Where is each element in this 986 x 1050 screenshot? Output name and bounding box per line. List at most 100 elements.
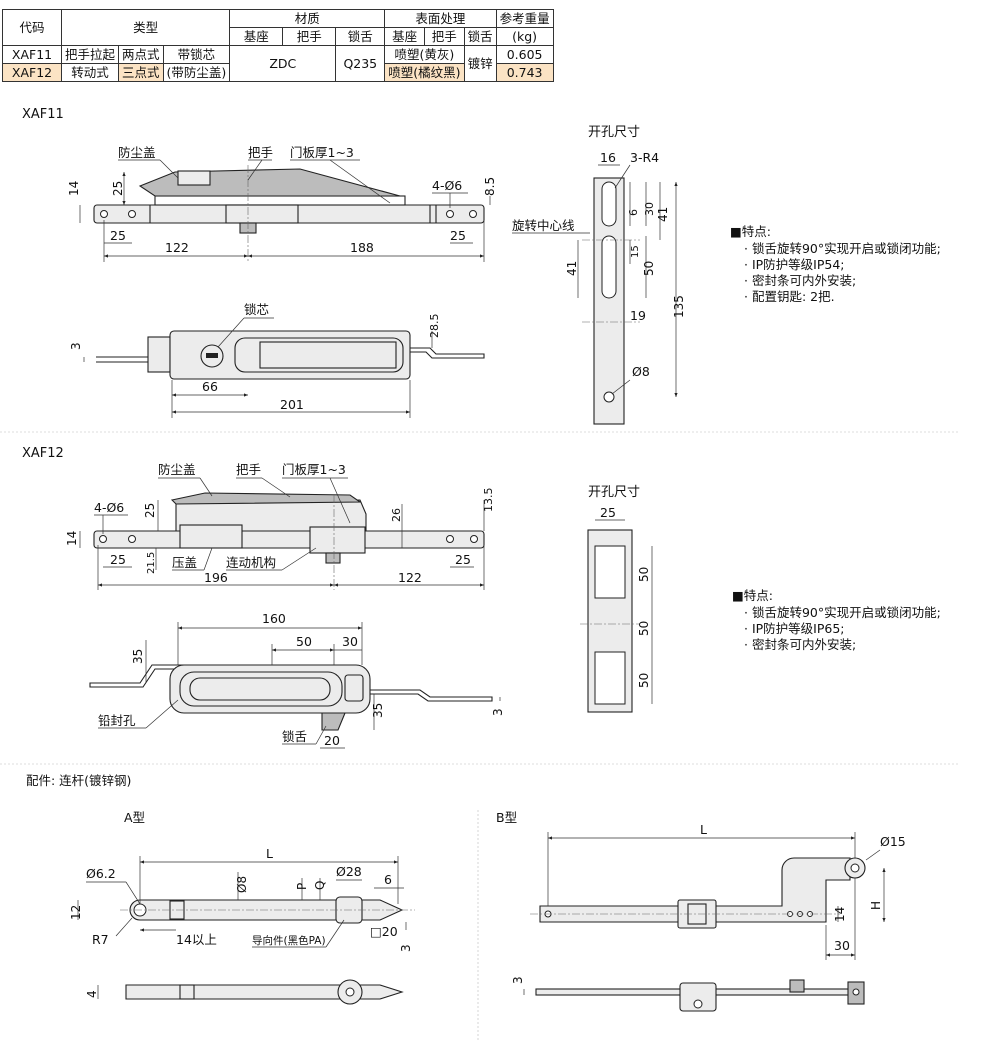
part-a-R7: R7 bbox=[92, 932, 109, 947]
xaf11-label-holes: 4-Ø6 bbox=[432, 178, 462, 193]
part-b-H: H bbox=[869, 901, 883, 910]
th-type: 类型 bbox=[60, 9, 231, 46]
xaf12-label-seal: 铅封孔 bbox=[98, 713, 136, 728]
xaf12-cut-50b: 50 bbox=[637, 621, 651, 636]
xaf11-dim-25a: 25 bbox=[110, 228, 126, 243]
xaf11-side-view bbox=[93, 165, 485, 262]
xaf12-cut-50c: 50 bbox=[637, 673, 651, 688]
xaf12-dim-35a: 35 bbox=[131, 649, 145, 664]
part-a-d14: 14以上 bbox=[176, 932, 217, 947]
row-type3b: (带防尘盖) bbox=[162, 63, 231, 82]
th-weight: 参考重量 bbox=[495, 9, 554, 28]
xaf11-cutout bbox=[582, 177, 640, 425]
xaf11-label-core: 锁芯 bbox=[244, 302, 269, 317]
xaf12-feature-3: · 密封条可内外安装; bbox=[744, 637, 856, 652]
part-b-L: L bbox=[700, 822, 707, 837]
xaf12-title: XAF12 bbox=[22, 446, 64, 461]
xaf12-dim-21-5: 21.5 bbox=[146, 552, 157, 574]
xaf12-features-title: ■特点: bbox=[732, 588, 773, 603]
xaf11-cut-16: 16 bbox=[600, 150, 616, 165]
part-a-guide: 导向件(黑色PA) bbox=[252, 934, 326, 947]
xaf12-dim-25v: 25 bbox=[143, 503, 157, 518]
xaf11-dim-25v: 25 bbox=[111, 181, 125, 196]
xaf11-dim-201: 201 bbox=[280, 397, 304, 412]
xaf11-cut-19: 19 bbox=[630, 308, 646, 323]
xaf11-dim-25b: 25 bbox=[450, 228, 466, 243]
xaf12-label-handle: 把手 bbox=[236, 462, 261, 477]
xaf12-dim-30: 30 bbox=[342, 634, 358, 649]
xaf11-cut-15: 15 bbox=[630, 245, 641, 258]
part-a-d28: Ø28 bbox=[336, 864, 362, 879]
part-a-d3: 3 bbox=[399, 944, 413, 952]
xaf12-dim-26: 26 bbox=[390, 508, 403, 522]
part-b-top-view bbox=[530, 857, 866, 929]
xaf11-cut-6: 6 bbox=[627, 209, 640, 216]
xaf12-feature-2: · IP防护等级IP65; bbox=[744, 621, 845, 636]
xaf12-label-tongue: 锁舌 bbox=[282, 729, 307, 744]
part-a-side-view bbox=[125, 979, 404, 1005]
xaf11-label-dust: 防尘盖 bbox=[118, 145, 156, 160]
xaf11-front-view bbox=[96, 330, 485, 380]
xaf11-cutout-title: 开孔尺寸 bbox=[588, 125, 640, 140]
xaf12-feature-1: · 锁舌旋转90°实现开启或锁闭功能; bbox=[744, 605, 941, 620]
xaf12-label-dust: 防尘盖 bbox=[158, 462, 196, 477]
xaf11-cut-8: Ø8 bbox=[632, 364, 650, 379]
xaf11-cut-135: 135 bbox=[672, 295, 686, 318]
row-type3: 带锁芯 bbox=[162, 45, 231, 64]
xaf12-dim-3: 3 bbox=[491, 708, 505, 716]
part-b-d30: 30 bbox=[834, 938, 850, 953]
xaf11-cut-r4: 3-R4 bbox=[630, 150, 659, 165]
part-a-top-view bbox=[120, 896, 415, 924]
part-b-side-view bbox=[535, 979, 865, 1012]
xaf12-cut-50a: 50 bbox=[637, 567, 651, 582]
xaf12-dim-196: 196 bbox=[204, 570, 228, 585]
parts-title: 配件: 连杆(镀锌钢) bbox=[26, 773, 131, 788]
xaf11-dim-14: 14 bbox=[67, 181, 81, 196]
xaf12-dim-35b: 35 bbox=[371, 703, 385, 718]
xaf12-cutout-title: 开孔尺寸 bbox=[588, 485, 640, 500]
part-a-d4: 4 bbox=[85, 990, 99, 998]
xaf11-feature-4: · 配置钥匙: 2把. bbox=[744, 289, 835, 304]
th-code: 代码 bbox=[2, 9, 62, 46]
row2-type1: 转动式 bbox=[60, 63, 120, 82]
row1-surface: 喷塑(黄灰) bbox=[384, 45, 465, 64]
xaf12-dim-25b: 25 bbox=[455, 552, 471, 567]
xaf11-features-title: ■特点: bbox=[730, 224, 771, 239]
th-mat-tongue: 锁舌 bbox=[335, 27, 386, 46]
part-a-L: L bbox=[266, 846, 273, 861]
part-a-sq20: □20 bbox=[370, 924, 398, 939]
th-surf-handle: 把手 bbox=[423, 27, 465, 46]
xaf11-feature-3: · 密封条可内外安装; bbox=[744, 273, 856, 288]
part-b-d3: 3 bbox=[511, 976, 525, 984]
xaf12-front-view bbox=[89, 664, 493, 731]
th-surf-tongue: 锁舌 bbox=[463, 27, 497, 46]
xaf12-dim-122: 122 bbox=[398, 570, 422, 585]
xaf11-feature-2: · IP防护等级IP54; bbox=[744, 257, 845, 272]
row1-type2: 两点式 bbox=[118, 45, 164, 64]
xaf11-dim-122: 122 bbox=[165, 240, 189, 255]
xaf11-label-door: 门板厚1~3 bbox=[290, 145, 354, 160]
xaf11-dim-188: 188 bbox=[350, 240, 374, 255]
xaf12-label-link: 连动机构 bbox=[226, 555, 276, 570]
row2-type2: 三点式 bbox=[118, 63, 164, 82]
xaf11-cut-41b: 41 bbox=[565, 261, 579, 276]
xaf11-title: XAF11 bbox=[22, 107, 64, 122]
part-a-Q: Q bbox=[313, 881, 327, 890]
part-b-d14: 14 bbox=[833, 907, 847, 922]
xaf11-cut-41a: 41 bbox=[656, 207, 670, 222]
part-a-P: P bbox=[295, 883, 309, 890]
xaf12-cutout bbox=[580, 529, 640, 713]
row2-weight: 0.743 bbox=[495, 63, 554, 82]
row2-code: XAF12 bbox=[2, 63, 62, 82]
part-a-d62: Ø6.2 bbox=[86, 866, 116, 881]
xaf12-side-view bbox=[93, 492, 485, 590]
xaf12-cut-25: 25 bbox=[600, 505, 616, 520]
row1-weight: 0.605 bbox=[495, 45, 554, 64]
part-b-d15: Ø15 bbox=[880, 834, 906, 849]
th-mat-handle: 把手 bbox=[282, 27, 337, 46]
part-a-d6: 6 bbox=[384, 872, 392, 887]
xaf11-feature-1: · 锁舌旋转90°实现开启或锁闭功能; bbox=[744, 241, 941, 256]
part-a-d8: Ø8 bbox=[235, 876, 249, 893]
xaf11-cut-center: 旋转中心线 bbox=[512, 218, 575, 233]
